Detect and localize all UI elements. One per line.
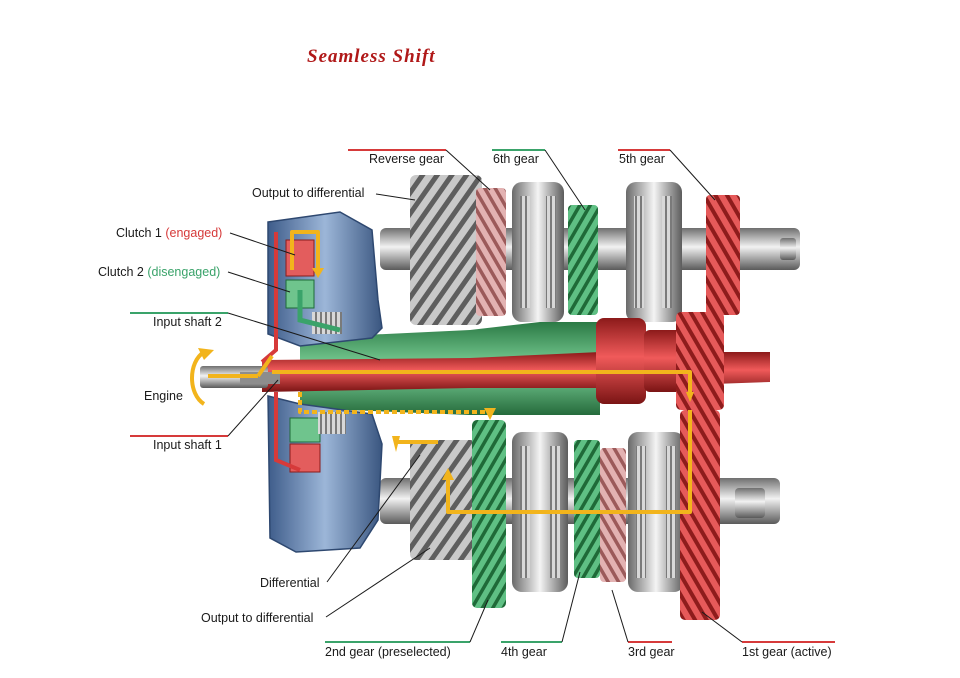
label-output-to-differential-top: Output to differential bbox=[252, 186, 364, 200]
label-output-to-differential-bottom: Output to differential bbox=[201, 611, 313, 625]
clutch-2-state: (disengaged) bbox=[147, 265, 220, 279]
power-flow-arrows bbox=[312, 268, 694, 480]
clutch-1-state: (engaged) bbox=[165, 226, 222, 240]
label-differential: Differential bbox=[260, 576, 320, 590]
label-clutch-2: Clutch 2 (disengaged) bbox=[98, 265, 220, 279]
output-gear-lower bbox=[410, 440, 476, 560]
upper-layshaft bbox=[380, 175, 800, 325]
label-input-shaft-1: Input shaft 1 bbox=[153, 438, 222, 452]
clutch-housing bbox=[260, 211, 383, 553]
label-second-gear: 2nd gear (preselected) bbox=[325, 645, 451, 659]
label-fourth-gear: 4th gear bbox=[501, 645, 547, 659]
label-engine: Engine bbox=[144, 389, 183, 403]
third-gear-shape bbox=[600, 448, 626, 582]
label-reverse-gear: Reverse gear bbox=[369, 152, 444, 166]
fourth-gear-shape bbox=[574, 440, 600, 578]
label-sixth-gear: 6th gear bbox=[493, 152, 539, 166]
output-gear-upper bbox=[410, 175, 482, 325]
sixth-gear-shape bbox=[568, 205, 598, 315]
reverse-gear-shape bbox=[476, 188, 506, 316]
clutch-1-name: Clutch 1 bbox=[116, 226, 165, 240]
synchro-upper-left bbox=[512, 182, 564, 322]
label-third-gear: 3rd gear bbox=[628, 645, 675, 659]
clutch-2-name: Clutch 2 bbox=[98, 265, 147, 279]
power-flow-path bbox=[208, 230, 692, 514]
label-first-gear: 1st gear (active) bbox=[742, 645, 832, 659]
first-gear-shape bbox=[680, 410, 720, 620]
label-fifth-gear: 5th gear bbox=[619, 152, 665, 166]
lower-layshaft bbox=[380, 410, 780, 620]
label-clutch-1: Clutch 1 (engaged) bbox=[116, 226, 222, 240]
engine-rotation-arrow bbox=[190, 350, 206, 406]
fifth-gear-shape bbox=[706, 195, 740, 315]
label-input-shaft-2: Input shaft 2 bbox=[153, 315, 222, 329]
diagram-title: Seamless Shift bbox=[307, 46, 436, 67]
